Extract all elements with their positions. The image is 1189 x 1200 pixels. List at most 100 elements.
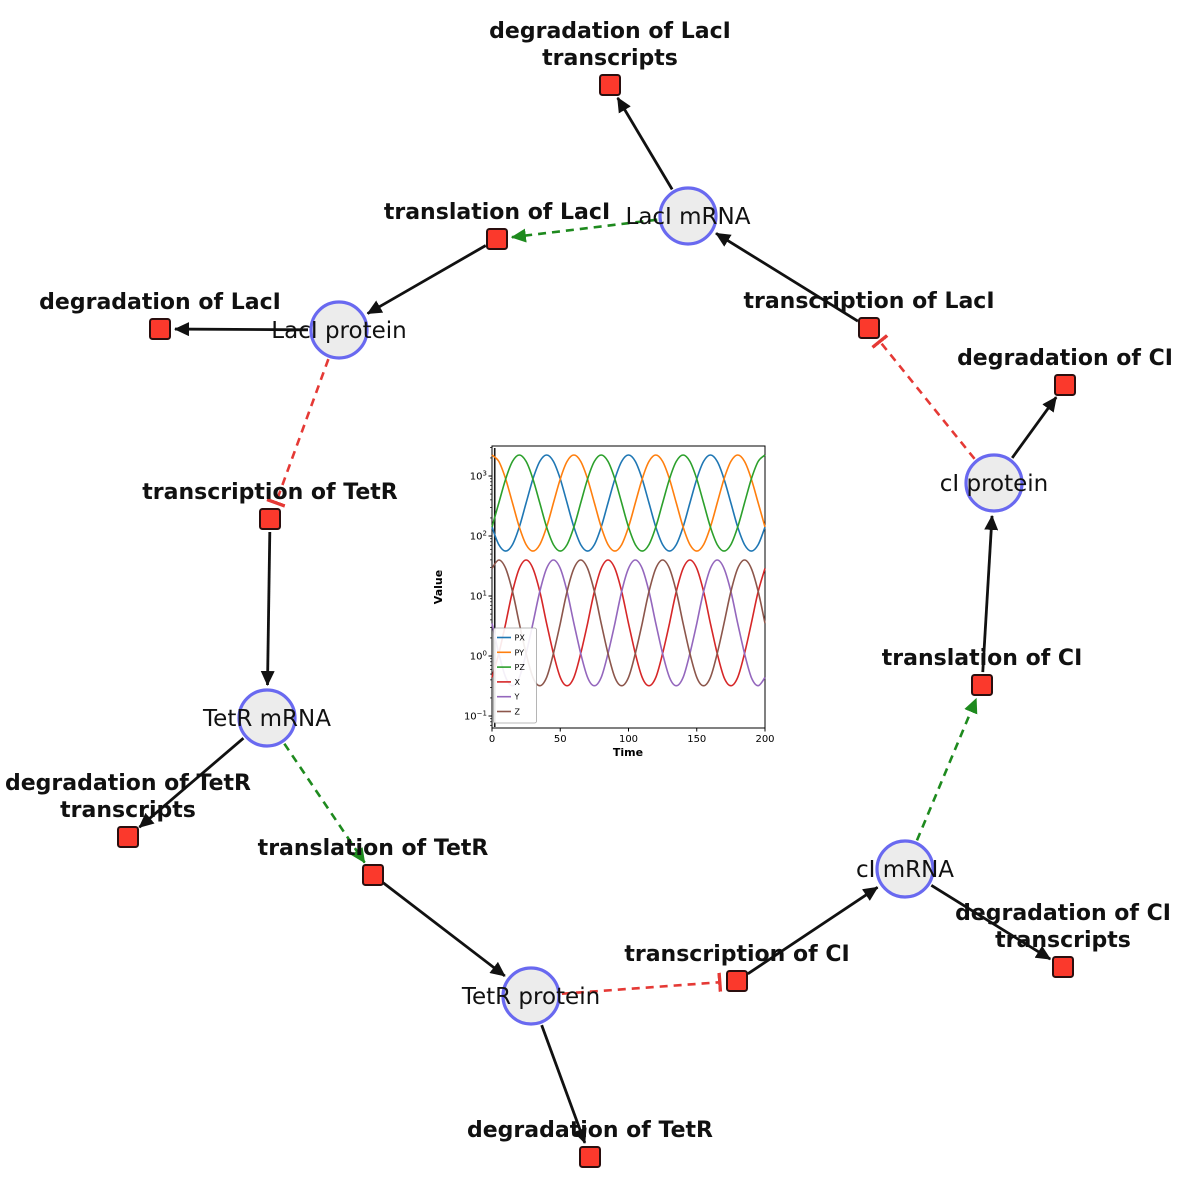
edge-transl_ci-ci_protein bbox=[981, 514, 999, 673]
edge-tetr_mrna-transl_tetr bbox=[283, 742, 366, 864]
svg-text:100: 100 bbox=[619, 734, 638, 745]
edge-tetr_protein-txn_ci bbox=[561, 972, 723, 996]
species-node-laci_mrna[interactable]: LacI mRNA bbox=[626, 186, 751, 246]
edge-laci_mrna-deg_laci_tx bbox=[616, 97, 674, 191]
reaction-node-txn_tetr[interactable]: transcription of TetR bbox=[142, 480, 398, 530]
species-label: LacI mRNA bbox=[626, 204, 751, 230]
reaction-square[interactable] bbox=[971, 674, 993, 696]
edge-tetr_mrna-deg_tetr_tx bbox=[138, 737, 245, 829]
reaction-label: degradation of TetR bbox=[5, 771, 251, 796]
species-label: cI mRNA bbox=[856, 857, 954, 883]
reaction-label: transcription of CI bbox=[624, 942, 849, 967]
svg-text:101: 101 bbox=[470, 590, 487, 603]
species-circle[interactable] bbox=[875, 839, 935, 899]
edge-ci_protein-txn_laci bbox=[871, 334, 976, 460]
series-X bbox=[491, 559, 766, 687]
reaction-square[interactable] bbox=[579, 1146, 601, 1168]
edge-laci_mrna-transl_laci bbox=[510, 218, 658, 243]
reaction-node-txn_laci[interactable]: transcription of LacI bbox=[743, 289, 995, 339]
reaction-square[interactable] bbox=[117, 826, 139, 848]
species-node-ci_mrna[interactable]: cI mRNA bbox=[856, 839, 954, 899]
species-label: cI protein bbox=[940, 471, 1049, 497]
svg-text:200: 200 bbox=[755, 734, 774, 745]
series-PZ bbox=[491, 454, 766, 552]
series-Z bbox=[491, 559, 766, 687]
svg-text:10−1: 10−1 bbox=[464, 710, 487, 723]
chart-series bbox=[491, 448, 766, 727]
species-node-tetr_mrna[interactable]: TetR mRNA bbox=[202, 688, 331, 748]
edge-txn_tetr-tetr_mrna bbox=[260, 531, 275, 687]
species-node-tetr_protein[interactable]: TetR protein bbox=[461, 966, 600, 1026]
species-label: LacI protein bbox=[271, 318, 406, 344]
edge-ci_mrna-deg_ci_tx bbox=[930, 884, 1052, 961]
svg-text:102: 102 bbox=[470, 530, 487, 543]
legend-entry: X bbox=[515, 678, 521, 687]
reaction-node-transl_ci[interactable]: translation of CI bbox=[882, 646, 1083, 696]
edge-laci_protein-txn_tetr bbox=[266, 358, 330, 508]
reaction-label: translation of TetR bbox=[258, 836, 489, 861]
reaction-label: translation of CI bbox=[882, 646, 1083, 671]
reaction-label: transcripts bbox=[995, 928, 1131, 953]
reaction-square[interactable] bbox=[486, 228, 508, 250]
species-node-ci_protein[interactable]: cI protein bbox=[940, 453, 1049, 513]
edge-tetr_protein-deg_tetr bbox=[540, 1024, 587, 1144]
edge-ci_protein-deg_ci bbox=[1011, 396, 1058, 459]
reaction-node-deg_ci[interactable]: degradation of CI bbox=[957, 346, 1173, 396]
reaction-label: degradation of LacI bbox=[39, 290, 281, 315]
chart-xlabel: Time bbox=[613, 746, 643, 759]
reaction-square[interactable] bbox=[726, 970, 748, 992]
species-node-laci_protein[interactable]: LacI protein bbox=[271, 300, 407, 360]
reaction-node-deg_laci[interactable]: degradation of LacI bbox=[39, 290, 281, 340]
chart-ylabel: Value bbox=[432, 570, 445, 604]
edge-txn_laci-laci_mrna bbox=[715, 232, 859, 323]
svg-text:50: 50 bbox=[554, 734, 567, 745]
reaction-label: degradation of LacI bbox=[489, 19, 731, 44]
reaction-label: transcripts bbox=[60, 798, 196, 823]
reaction-square[interactable] bbox=[149, 318, 171, 340]
legend-entry: PY bbox=[515, 648, 525, 657]
reaction-square[interactable] bbox=[1054, 374, 1076, 396]
reaction-label: transcription of LacI bbox=[743, 289, 994, 314]
species-label: TetR protein bbox=[461, 984, 600, 1010]
species-circle[interactable] bbox=[501, 966, 561, 1026]
reaction-label: degradation of TetR bbox=[467, 1118, 713, 1143]
svg-text:150: 150 bbox=[687, 734, 706, 745]
reaction-label: transcripts bbox=[542, 46, 678, 71]
reaction-node-transl_tetr[interactable]: translation of TetR bbox=[258, 836, 489, 886]
reaction-square[interactable] bbox=[362, 864, 384, 886]
edge-ci_mrna-transl_ci bbox=[915, 697, 978, 841]
reaction-square[interactable] bbox=[599, 74, 621, 96]
reaction-square[interactable] bbox=[1052, 956, 1074, 978]
reaction-label: degradation of CI bbox=[955, 901, 1171, 926]
svg-text:103: 103 bbox=[470, 470, 487, 483]
svg-text:0: 0 bbox=[489, 734, 495, 745]
species-circle[interactable] bbox=[964, 453, 1024, 513]
reaction-node-txn_ci[interactable]: transcription of CI bbox=[624, 942, 850, 992]
edge-transl_tetr-tetr_protein bbox=[382, 881, 506, 978]
reaction-label: translation of LacI bbox=[384, 200, 610, 225]
reaction-square[interactable] bbox=[858, 317, 880, 339]
species-circle[interactable] bbox=[658, 186, 718, 246]
edge-transl_laci-laci_protein bbox=[366, 244, 487, 315]
species-circle[interactable] bbox=[237, 688, 297, 748]
species-label: TetR mRNA bbox=[202, 706, 331, 732]
reaction-node-deg_tetr[interactable]: degradation of TetR bbox=[467, 1118, 713, 1168]
series-Y bbox=[491, 559, 766, 687]
series-PX bbox=[491, 454, 766, 552]
reaction-square[interactable] bbox=[259, 508, 281, 530]
legend-entry: Z bbox=[515, 708, 521, 717]
svg-text:100: 100 bbox=[470, 650, 487, 663]
legend-entry: PZ bbox=[515, 663, 526, 672]
legend-entry: Y bbox=[514, 693, 520, 702]
reaction-label: degradation of CI bbox=[957, 346, 1173, 371]
reaction-node-transl_laci[interactable]: translation of LacI bbox=[384, 200, 610, 250]
species-circle[interactable] bbox=[309, 300, 369, 360]
reaction-label: transcription of TetR bbox=[142, 480, 398, 505]
